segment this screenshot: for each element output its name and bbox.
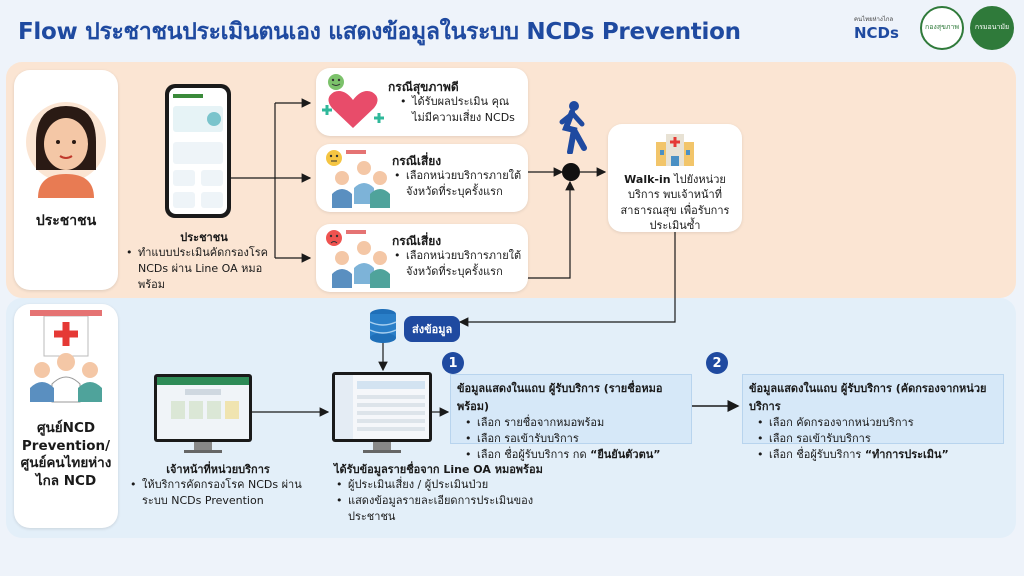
- case-card-risk-1: กรณีเสี่ยง เลือกหน่วยบริการภายใต้จังหวัด…: [316, 144, 528, 212]
- staff-monitor-screen: [157, 377, 249, 439]
- receive-bullets: ผู้ประเมินเสี่ยง / ผู้ประเมินป่วย แสดงข้…: [334, 477, 554, 525]
- walkin-bold: Walk-in: [624, 173, 671, 186]
- woman-avatar-icon: [26, 102, 106, 198]
- data-monitor-base: [363, 450, 401, 453]
- case-card-risk-2: กรณีเสี่ยง เลือกหน่วยบริการภายใต้จังหวัด…: [316, 224, 528, 292]
- case-bullet-healthy: ได้รับผลประเมิน คุณไม่มีความเสี่ยง NCDs: [398, 94, 526, 126]
- phone-caption-bullet: ทำแบบประเมินคัดกรองโรค NCDs ผ่าน Line OA…: [124, 245, 284, 293]
- ncds-logo-caption: คนไทยห่างไกล: [854, 16, 894, 23]
- step-1-bullet: เลือก ชื่อผู้รับบริการ กด “ยืนยันตัวตน”: [463, 447, 685, 463]
- step-1-box: ข้อมูลแสดงในแถบ ผู้รับบริการ (รายชื่อหมอ…: [450, 374, 692, 463]
- citizen-label: ประชาชน: [35, 213, 97, 229]
- ncd-center-card: ศูนย์NCD Prevention/ ศูนย์คนไทยห่างไกล N…: [14, 304, 118, 528]
- walkin-text: Walk-in ไปยังหน่วยบริการ พบเจ้าหน้าที่สา…: [614, 172, 736, 234]
- case-bullets-risk-1: เลือกหน่วยบริการภายใต้จังหวัดที่ระบุครั้…: [392, 168, 526, 200]
- step-2-last-prefix: เลือก ชื่อผู้รับบริการ: [769, 447, 865, 461]
- case-title-risk-1: กรณีเสี่ยง: [392, 154, 442, 168]
- send-data-label: ส่งข้อมูล: [404, 316, 461, 342]
- high-risk-people-icon: [326, 230, 390, 288]
- mobile-phone: [165, 84, 231, 218]
- case-bullet-risk-1: เลือกหน่วยบริการภายใต้จังหวัดที่ระบุครั้…: [392, 168, 526, 200]
- staff-bullet: ให้บริการคัดกรองโรค NCDs ผ่านระบบ NCDs P…: [128, 477, 308, 509]
- staff-monitor-stand: [194, 442, 212, 450]
- step-1-last-prefix: เลือก ชื่อผู้รับบริการ กด: [477, 447, 591, 461]
- step-2-bullet: เลือก คัดกรองจากหน่วยบริการ: [755, 415, 997, 431]
- step-1-title: ข้อมูลแสดงในแถบ ผู้รับบริการ (รายชื่อหมอ…: [457, 382, 663, 413]
- step-2-last-bold: “ทำการประเมิน”: [864, 447, 949, 461]
- walking-person-icon: [559, 101, 587, 154]
- receive-caption: ได้รับข้อมูลรายชื่อจาก Line OA หมอพร้อม …: [334, 462, 554, 525]
- page-title: Flow ประชาชนประเมินตนเอง แสดงข้อมูลในระบ…: [18, 19, 741, 45]
- staff-monitor: [154, 374, 252, 442]
- data-monitor-stand: [373, 442, 391, 450]
- risk-people-icon: [326, 150, 390, 208]
- data-monitor: [332, 372, 432, 442]
- ministry-logo: กรมอนามัย: [970, 6, 1014, 50]
- staff-monitor-base: [184, 450, 222, 453]
- staff-title: เจ้าหน้าที่หน่วยบริการ: [166, 463, 270, 476]
- staff-caption: เจ้าหน้าที่หน่วยบริการ ให้บริการคัดกรองโ…: [128, 462, 308, 509]
- healthy-heart-icon: [322, 74, 384, 128]
- step-1-badge: 1: [442, 352, 464, 374]
- phone-screen: [169, 88, 227, 214]
- case-bullets-healthy: ได้รับผลประเมิน คุณไม่มีความเสี่ยง NCDs: [398, 94, 526, 126]
- case-bullet-risk-2: เลือกหน่วยบริการภายใต้จังหวัดที่ระบุครั้…: [392, 248, 526, 280]
- case-card-healthy: กรณีสุขภาพดี ได้รับผลประเมิน คุณไม่มีควา…: [316, 68, 528, 136]
- phone-caption: ประชาชน ทำแบบประเมินคัดกรองโรค NCDs ผ่าน…: [124, 230, 284, 293]
- ministry-logo-text: กรมอนามัย: [974, 23, 1010, 32]
- phone-caption-bullets: ทำแบบประเมินคัดกรองโรค NCDs ผ่าน Line OA…: [124, 245, 284, 293]
- case-title-healthy: กรณีสุขภาพดี: [388, 80, 459, 94]
- data-monitor-screen: [335, 375, 429, 439]
- database-icon: [369, 309, 397, 343]
- hospital-icon: [656, 134, 694, 166]
- step-1-bullet: เลือก รายชื่อจากหมอพร้อม: [463, 415, 685, 431]
- logo-group: คนไทยห่างไกล NCDs กองสุขภาพ กรมอนามัย: [854, 6, 1014, 50]
- health-dept-logo-text: กองสุขภาพ: [924, 23, 960, 32]
- receive-title: ได้รับข้อมูลรายชื่อจาก Line OA หมอพร้อม: [334, 463, 543, 476]
- ncd-center-label: ศูนย์NCD Prevention/ ศูนย์คนไทยห่างไกล N…: [20, 420, 112, 489]
- ncds-logo-text: NCDs: [854, 24, 899, 42]
- walkin-card: Walk-in ไปยังหน่วยบริการ พบเจ้าหน้าที่สา…: [608, 124, 742, 232]
- phone-caption-title: ประชาชน: [180, 231, 228, 244]
- step-1-last-bold: “ยืนยันตัวตน”: [590, 447, 661, 461]
- step-2-title: ข้อมูลแสดงในแถบ ผู้รับบริการ (คัดกรองจาก…: [749, 382, 987, 413]
- staff-bullets: ให้บริการคัดกรองโรค NCDs ผ่านระบบ NCDs P…: [128, 477, 308, 509]
- step-2-badge: 2: [706, 352, 728, 374]
- receive-bullet: ผู้ประเมินเสี่ยง / ผู้ประเมินป่วย: [334, 477, 554, 493]
- medical-staff-icon: [30, 310, 102, 403]
- walkin-desc: ไปยังหน่วยบริการ พบเจ้าหน้าที่สาธารณสุข …: [620, 173, 730, 233]
- step-2-bullets: เลือก คัดกรองจากหน่วยบริการ เลือก รอเข้า…: [749, 415, 997, 463]
- step-2-bullet: เลือก ชื่อผู้รับบริการ “ทำการประเมิน”: [755, 447, 997, 463]
- ncds-logo: คนไทยห่างไกล NCDs: [854, 8, 914, 48]
- step-1-bullet: เลือก รอเข้ารับบริการ: [463, 431, 685, 447]
- receive-bullet: แสดงข้อมูลรายละเอียดการประเมินของประชาชน: [334, 493, 554, 525]
- step-1-bullets: เลือก รายชื่อจากหมอพร้อม เลือก รอเข้ารับ…: [457, 415, 685, 463]
- step-2-bullet: เลือก รอเข้ารับบริการ: [755, 431, 997, 447]
- citizen-card: ประชาชน: [14, 70, 118, 290]
- step-2-box: ข้อมูลแสดงในแถบ ผู้รับบริการ (คัดกรองจาก…: [742, 374, 1004, 463]
- case-bullets-risk-2: เลือกหน่วยบริการภายใต้จังหวัดที่ระบุครั้…: [392, 248, 526, 280]
- case-title-risk-2: กรณีเสี่ยง: [392, 234, 442, 248]
- health-dept-logo: กองสุขภาพ: [920, 6, 964, 50]
